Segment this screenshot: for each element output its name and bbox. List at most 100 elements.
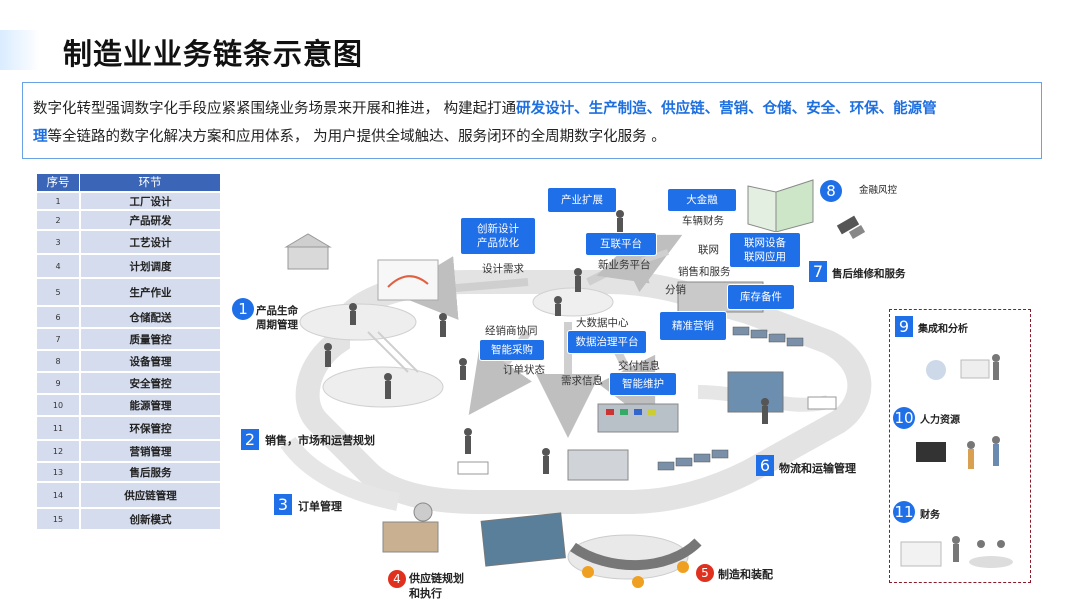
table-row: 15 创新模式 — [37, 507, 220, 529]
step-1-label: 产品生命 周期管理 — [256, 305, 298, 331]
row-number: 14 — [52, 490, 64, 500]
table-row: 8 设备管理 — [37, 349, 220, 371]
connected-devices-box: 联网设备 联网应用 — [730, 233, 800, 267]
row-number: 6 — [55, 312, 61, 322]
intro-highlight-2: 理 — [33, 129, 48, 145]
step-2-label: 销售，市场和运营规划 — [265, 434, 375, 447]
interconnect-platform-box: 互联平台 — [586, 233, 656, 255]
item-11-label: 财务 — [920, 510, 940, 521]
step-3-badge: 3 — [274, 494, 292, 515]
row-process-name: 营销管理 — [79, 441, 220, 461]
step-1-badge: 1 — [232, 298, 254, 320]
finance-illustration — [900, 536, 1013, 568]
table-row: 2 产品研发 — [37, 209, 220, 229]
new-business-platform-label: 新业务平台 — [598, 259, 651, 271]
smart-procurement-box: 智能采购 — [480, 340, 544, 360]
item-9-badge: 9 — [895, 316, 913, 337]
row-number: 15 — [52, 514, 64, 524]
step-3-label: 订单管理 — [298, 500, 342, 513]
intro-text-before: 数字化转型强调数字化手段应紧紧围绕业务场景来开展和推进， 构建起打通 — [33, 101, 517, 117]
header-name: 环节 — [79, 174, 220, 191]
row-process-name: 创新模式 — [79, 509, 220, 529]
design-demand-label: 设计需求 — [482, 263, 524, 275]
step-8-label: 金融风控 — [859, 185, 898, 196]
row-number: 1 — [55, 196, 61, 206]
industry-extension-box: 产业扩展 — [548, 188, 616, 212]
row-process-name: 售后服务 — [79, 463, 220, 481]
step-5-badge: 5 — [696, 564, 714, 582]
dealer-collab-label: 经销商协同 — [485, 325, 538, 337]
row-number: 9 — [55, 378, 61, 388]
row-number: 4 — [55, 261, 61, 271]
header-no: 序号 — [46, 175, 70, 189]
innovation-design-box: 创新设计 产品优化 — [461, 218, 535, 254]
big-finance-box: 大金融 — [668, 189, 736, 211]
satellite-icon — [836, 215, 866, 239]
data-governance-box: 数据治理平台 — [568, 331, 646, 353]
analytics-illustration — [926, 354, 1000, 380]
row-number: 5 — [55, 287, 61, 297]
step-2-badge: 2 — [241, 429, 259, 450]
table-row: 9 安全管控 — [37, 371, 220, 393]
table-row: 12 营销管理 — [37, 439, 220, 461]
step-4-badge: 4 — [388, 570, 406, 588]
government-building-icon — [284, 233, 332, 270]
support-functions-panel: 9 集成和分析 10 人力资源 11 财务 — [889, 309, 1031, 583]
item-10-badge: 10 — [893, 407, 915, 429]
table-row: 13 售后服务 — [37, 461, 220, 481]
title-bar: 制造业业务链条示意图 — [0, 30, 1080, 71]
row-number: 12 — [52, 446, 64, 456]
step-7-label: 售后维修和服务 — [832, 268, 906, 280]
table-row: 1 工厂设计 — [37, 191, 220, 209]
smart-maintenance-box: 智能维护 — [610, 373, 676, 395]
row-process-name: 能源管理 — [79, 395, 220, 415]
page-title: 制造业业务链条示意图 — [63, 37, 364, 71]
step-7-badge: 7 — [809, 261, 827, 282]
row-process-name: 产品研发 — [79, 211, 220, 229]
row-number: 10 — [52, 400, 64, 410]
office-tower-icon — [747, 179, 814, 233]
distribution-label: 分销 — [665, 284, 686, 296]
item-9-label: 集成和分析 — [918, 324, 968, 335]
step-5-label: 制造和装配 — [718, 568, 773, 581]
table-row: 14 供应链管理 — [37, 481, 220, 507]
business-chain-diagram: 产业扩展 大金融 创新设计 产品优化 互联平台 联网设备 联网应用 库存备件 精… — [228, 172, 906, 602]
row-number: 8 — [55, 356, 61, 366]
row-process-name: 供应链管理 — [79, 483, 220, 507]
table-row: 4 计划调度 — [37, 253, 220, 277]
intro-highlight: 研发设计、生产制造、供应链、营销、仓储、安全、环保、能源管 — [516, 101, 937, 117]
row-number: 11 — [52, 423, 64, 433]
order-status-label: 订单状态 — [503, 364, 545, 376]
row-number: 2 — [55, 215, 61, 225]
row-process-name: 设备管理 — [79, 351, 220, 371]
inventory-spares-box: 库存备件 — [728, 285, 794, 309]
precision-marketing-box: 精准营销 — [660, 312, 726, 340]
hr-illustration — [916, 436, 1000, 469]
sales-service-label: 销售和服务 — [678, 266, 731, 278]
row-process-name: 计划调度 — [79, 255, 220, 277]
intro-box: 数字化转型强调数字化手段应紧紧围绕业务场景来开展和推进， 构建起打通研发设计、生… — [22, 82, 1042, 159]
row-number: 3 — [55, 237, 61, 247]
table-row: 10 能源管理 — [37, 393, 220, 415]
row-number: 7 — [55, 334, 61, 344]
demand-info-label: 需求信息 — [561, 375, 603, 387]
network-label: 联网 — [698, 244, 719, 256]
row-process-name: 安全管控 — [79, 373, 220, 393]
row-number: 13 — [52, 467, 64, 477]
item-11-badge: 11 — [893, 501, 915, 523]
row-process-name: 质量管控 — [79, 329, 220, 349]
step-6-badge: 6 — [756, 455, 774, 476]
row-process-name: 工厂设计 — [79, 193, 220, 209]
vehicle-finance-label: 车辆财务 — [682, 215, 724, 227]
row-process-name: 工艺设计 — [79, 231, 220, 253]
main-loop-road — [295, 270, 872, 514]
row-process-name: 仓储配送 — [79, 307, 220, 327]
intro-text-after: 等全链路的数字化解决方案和应用体系， 为用户提供全域触达、服务闭环的全周期数字化… — [47, 129, 666, 145]
table-row: 6 仓储配送 — [37, 305, 220, 327]
step-4-label: 供应链规划 和执行 — [409, 572, 464, 600]
table-header: 序号 环节 — [37, 174, 220, 191]
